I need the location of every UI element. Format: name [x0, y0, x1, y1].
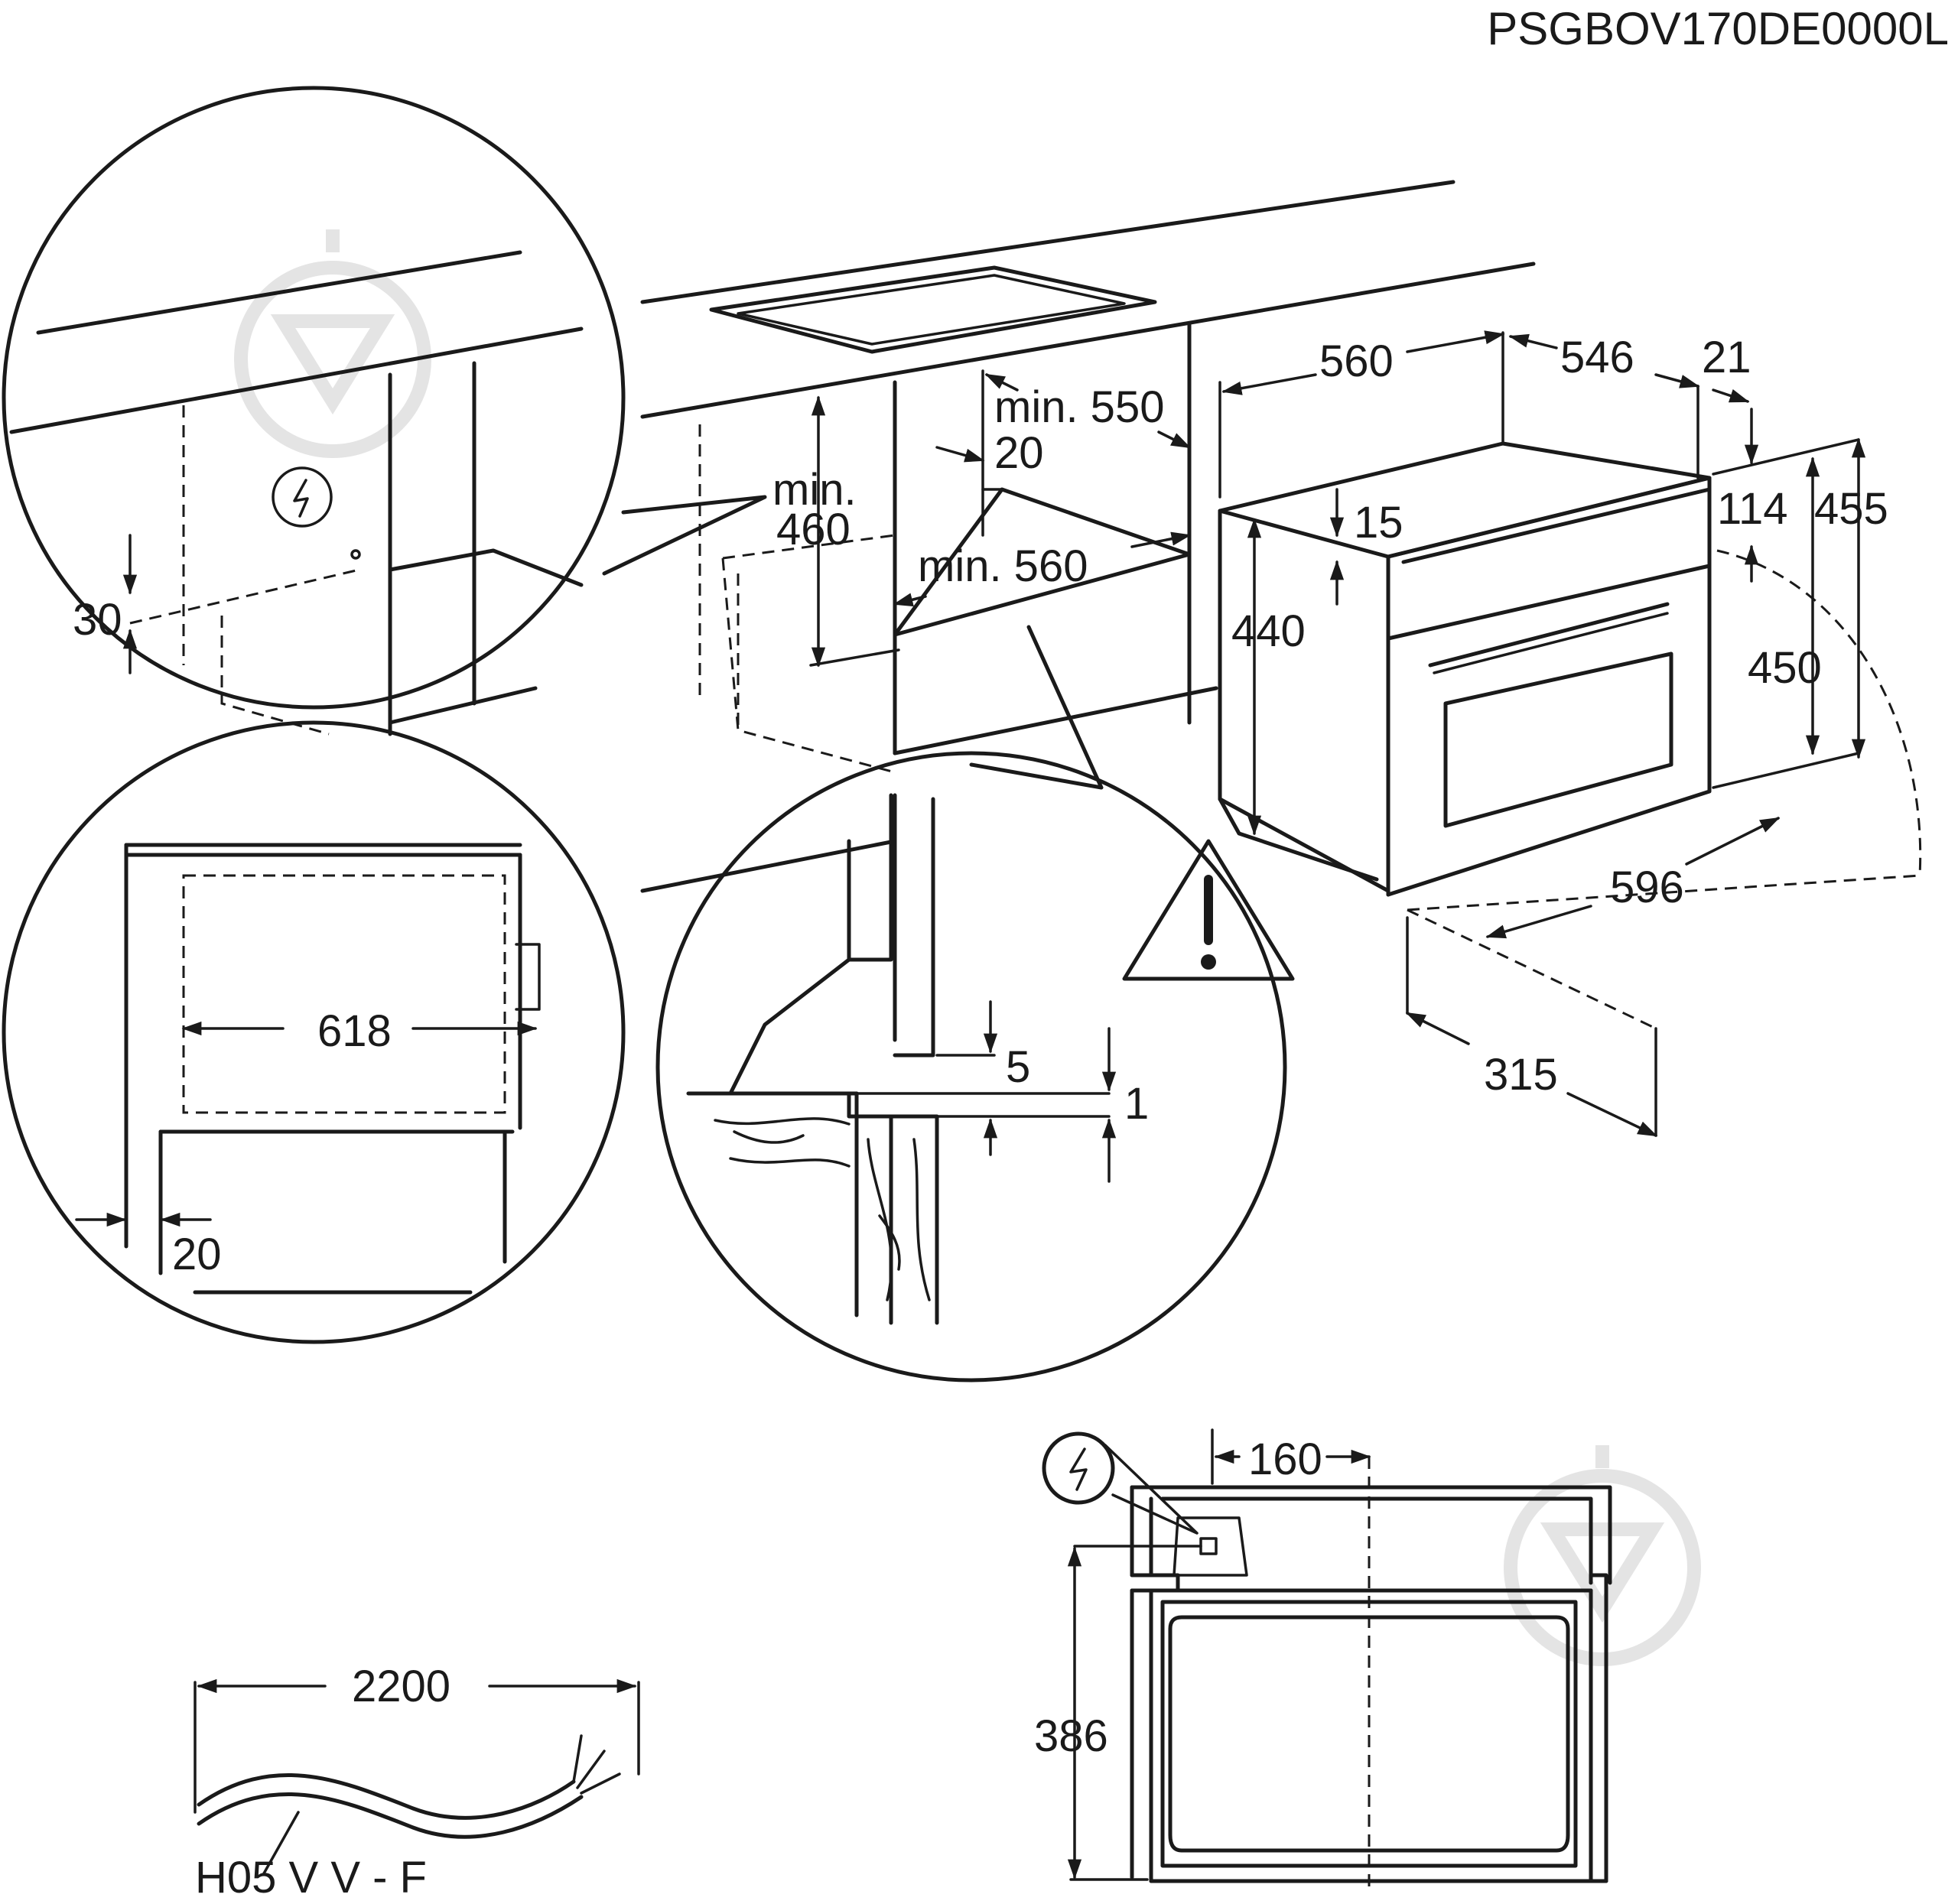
dim-panel-15: 15 [1354, 498, 1403, 547]
watermark-logo-icon [1504, 1445, 1701, 1666]
cable-type-label: H05 V V - F [195, 1853, 427, 1900]
dim-socket-30: 30 [73, 595, 122, 645]
electrical-hazard-icon [1042, 1431, 1115, 1505]
dim-side-gap-20: 20 [172, 1230, 222, 1279]
dim-socket-vertical-386: 386 [1034, 1711, 1108, 1761]
dim-front-offset-21: 21 [1702, 333, 1751, 382]
dim-oven-width-560: 560 [1319, 336, 1394, 386]
electrical-hazard-icon [272, 466, 333, 528]
rear-view-socket: 160 386 [1034, 1428, 1612, 1889]
dim-min-560: min. 560 [918, 541, 1088, 591]
dim-min-460-label: min. [772, 465, 857, 515]
dim-front-height-450: 450 [1748, 643, 1822, 693]
dim-vent-20: 20 [994, 428, 1044, 478]
detail-width-circle: 618 20 [2, 720, 626, 1344]
dim-cable-2200: 2200 [352, 1662, 450, 1711]
dim-door-swing-315: 315 [1484, 1050, 1558, 1100]
dim-edge-gap-5: 5 [1006, 1042, 1030, 1092]
dim-front-width-596: 596 [1610, 863, 1684, 912]
warning-triangle-icon [1122, 839, 1295, 981]
dim-socket-offset-160: 160 [1248, 1434, 1322, 1484]
detail-socket-circle: 30 [2, 86, 767, 736]
document-code: PSGBOV170DE0000L [1487, 3, 1949, 54]
dim-min-460-value: 460 [776, 505, 851, 554]
dim-total-height-455: 455 [1814, 484, 1888, 534]
dim-oven-height-440: 440 [1231, 606, 1306, 656]
dim-oven-depth-546: 546 [1560, 333, 1634, 382]
dim-min-550: min. 550 [994, 382, 1164, 432]
oven-isometric: 560 546 21 15 440 114 455 450 596 [1218, 330, 1922, 1137]
dim-edge-gap-1: 1 [1124, 1079, 1149, 1129]
watermark-logo-icon [234, 229, 431, 458]
dim-panel-top-114: 114 [1717, 484, 1787, 534]
power-cable: 2200 H05 V V - F [194, 1662, 640, 1902]
cabinet-niche-scene: min. 460 min. 550 20 min. 560 [640, 180, 1536, 893]
dim-inner-width-618: 618 [317, 1006, 392, 1056]
detail-edge-circle: 5 1 [655, 625, 1295, 1383]
